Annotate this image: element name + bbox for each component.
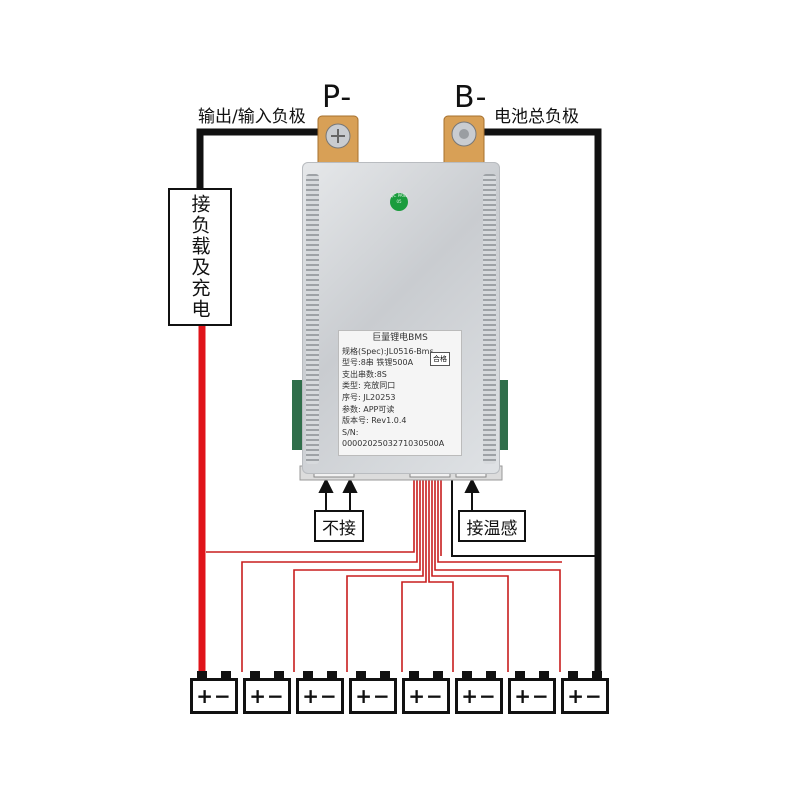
product-label-line: 参数: APP可读 <box>342 404 395 414</box>
product-label-line: 类型: 充放同口 <box>342 381 396 391</box>
product-label-line: 序号: JL20253 <box>342 392 396 402</box>
battery-cell: +− <box>190 671 238 714</box>
load-charge-box: 接负载及充电 <box>168 188 232 326</box>
b-sense-wire <box>451 478 598 557</box>
product-label-line: 型号:8串 铁锂500A <box>342 358 414 368</box>
p-minus-label: P- <box>322 80 353 115</box>
left-heatsink-rail <box>306 174 319 464</box>
battery-cell: +− <box>402 671 450 714</box>
product-label-line: 版本号: Rev1.0.4 <box>342 416 407 426</box>
output-input-negative-label: 输出/输入负极 <box>198 107 306 127</box>
battery-total-negative-label: 电池总负极 <box>494 107 579 127</box>
battery-cell: +− <box>455 671 503 714</box>
battery-cell: +− <box>296 671 344 714</box>
qualified-badge: 合格 <box>430 352 450 366</box>
arrows <box>318 477 480 512</box>
product-label: 巨量锂电BMS 规格(Spec):JL0516-Bms 型号:8串 铁锂500A… <box>338 330 462 456</box>
temp-sensor-box: 接温感 <box>458 510 526 542</box>
no-connect-box: 不接 <box>314 510 364 542</box>
battery-cell: +− <box>561 671 609 714</box>
battery-cell: +− <box>243 671 291 714</box>
balance-harness <box>206 478 562 672</box>
product-label-line: 规格(Spec):JL0516-Bms <box>342 346 434 356</box>
right-heatsink-rail <box>483 174 496 464</box>
product-label-title: 巨量锂电BMS <box>372 333 428 343</box>
b-minus-label: B- <box>454 80 488 115</box>
battery-cell: +− <box>349 671 397 714</box>
qc-pass-stamp: QC PASS 05 <box>390 193 408 211</box>
product-label-line: 支出串数:8S <box>342 369 387 379</box>
battery-cell: +− <box>508 671 556 714</box>
product-label-line: S/N: 0000202503271030500A <box>342 427 445 449</box>
